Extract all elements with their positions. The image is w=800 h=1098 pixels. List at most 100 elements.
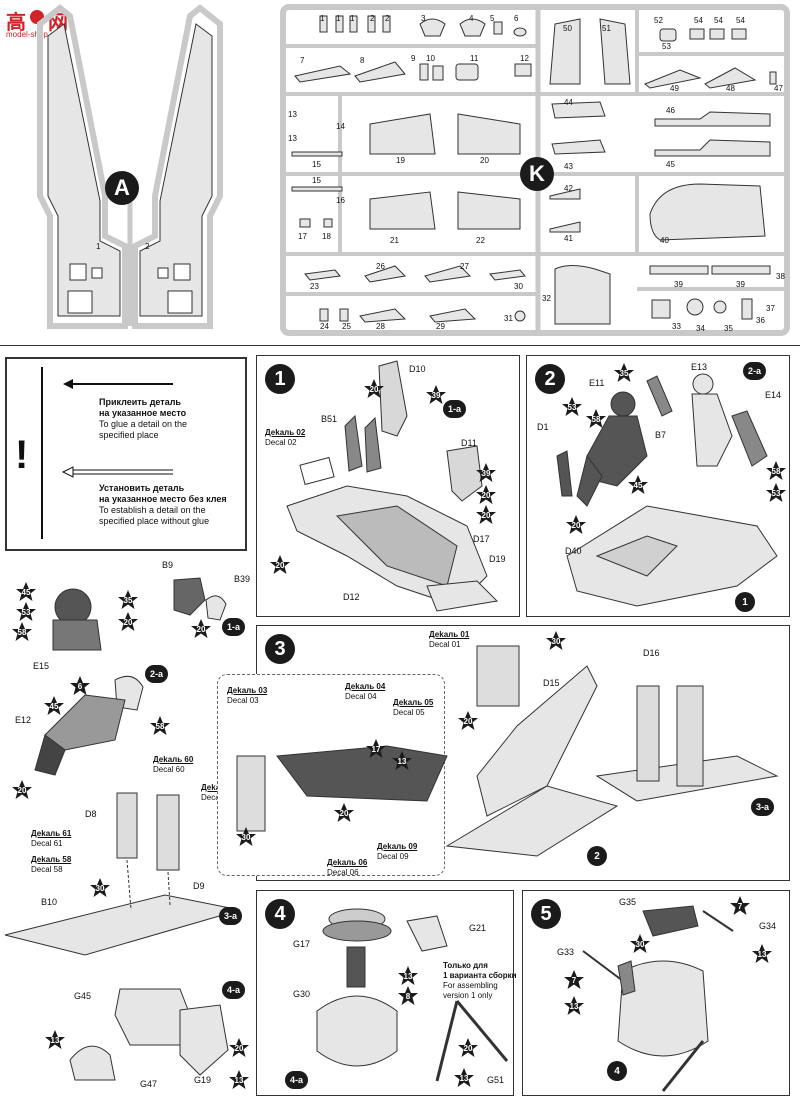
- decal-06-en: Decal 06: [327, 868, 359, 877]
- part-g21: G21: [469, 923, 487, 933]
- k-part: 53: [662, 42, 671, 51]
- decal-58-en: Decal 58: [31, 865, 63, 874]
- k-part: 25: [342, 322, 351, 331]
- part-g51: G51: [487, 1075, 505, 1085]
- star-badge: 45: [627, 474, 649, 496]
- sprue-a: A 1 2: [30, 4, 230, 336]
- sprue-k-frame: [280, 4, 790, 336]
- k-part: 54: [714, 16, 723, 25]
- step-3-ref-2: 2: [587, 846, 607, 866]
- part-d19: D19: [489, 554, 506, 564]
- decal-09-ru: Деkаль 09: [377, 842, 418, 851]
- step-4-number: 4: [265, 899, 295, 929]
- part-g17: G17: [293, 939, 311, 949]
- noglue-arrow-icon: [61, 466, 173, 478]
- decal-61-en: Decal 61: [31, 839, 63, 848]
- legend-mark: !: [15, 433, 29, 477]
- part-e12: E12: [15, 715, 32, 725]
- sprue-a-part-2: 2: [145, 242, 150, 251]
- part-b7: B7: [655, 430, 667, 440]
- sub-1a-label: 1-a: [222, 618, 246, 636]
- k-part: 24: [320, 322, 329, 331]
- k-part: 8: [360, 56, 365, 65]
- k-part: 40: [660, 236, 669, 245]
- sub-1a: B9 B39 1-a 20: [160, 560, 250, 640]
- part-g19: G19: [194, 1075, 212, 1085]
- star-badge: 20: [333, 802, 355, 824]
- star-badge: 30: [629, 933, 651, 955]
- legend-vertical-line: [41, 367, 43, 539]
- star-badge: 53: [765, 482, 787, 504]
- decal-04-ru: Деkаль 04: [345, 682, 386, 691]
- part-d11: D11: [461, 438, 477, 448]
- star-badge: 20: [190, 618, 212, 640]
- noglue-en-2: specified place without glue: [99, 516, 210, 526]
- star-badge: 20: [457, 1037, 479, 1059]
- decal-09-en: Decal 09: [377, 852, 409, 861]
- k-part: 15: [312, 160, 321, 169]
- star-badge: 17: [365, 738, 387, 760]
- star-badge: 6: [69, 675, 91, 697]
- star-badge: 7: [729, 895, 751, 917]
- step-4-panel: 4 G21 G17 G30 G51 Только для 1 варианта …: [256, 890, 517, 1096]
- part-e11: E11: [589, 378, 605, 388]
- part-e14: E14: [765, 390, 782, 400]
- glue-ru-2: на указанное место: [99, 408, 187, 418]
- decal-06-ru: Деkаль 06: [327, 858, 368, 867]
- part-d16: D16: [643, 648, 660, 658]
- part-b9: B9: [162, 560, 174, 570]
- sprue-a-frame: [37, 4, 223, 329]
- part-e13: E13: [691, 362, 708, 372]
- sub-3a-drawing: [4, 792, 241, 956]
- star-badge: 53: [15, 601, 37, 623]
- step-3-number: 3: [265, 634, 295, 664]
- decal-61-ru: Деkаль 61: [31, 829, 72, 838]
- k-part: 49: [670, 84, 679, 93]
- part-b39: B39: [234, 574, 251, 584]
- star-badge: 7: [563, 969, 585, 991]
- k-part: 21: [390, 236, 399, 245]
- glue-ru-1: Приклеить деталь: [99, 397, 181, 407]
- part-b10: B10: [41, 897, 58, 907]
- star-badge: 45: [15, 581, 37, 603]
- k-part: 36: [756, 316, 765, 325]
- step-1-sub-ref: 1-a: [443, 400, 467, 418]
- k-part: 16: [336, 196, 345, 205]
- decal-59-en: Decal 59: [201, 793, 233, 802]
- part-d15: D15: [543, 678, 560, 688]
- divider: [0, 345, 800, 346]
- star-badge: 58: [149, 715, 171, 737]
- star-badge: 20: [228, 1037, 250, 1059]
- k-part: 39: [736, 280, 745, 289]
- noglue-ru-1: Установить деталь: [99, 483, 185, 493]
- k-part: 48: [726, 84, 735, 93]
- noglue-en-1: To establish a detail on the: [99, 505, 206, 515]
- note-ru-1: Только для: [443, 961, 488, 970]
- k-part: 14: [336, 122, 345, 131]
- watermark-site: model-shop.com: [6, 30, 66, 39]
- k-part: 30: [514, 282, 523, 291]
- step-1-number: 1: [265, 364, 295, 394]
- k-part: 15: [312, 176, 321, 185]
- star-badge: 20: [457, 710, 479, 732]
- part-g35: G35: [619, 897, 637, 907]
- glue-en-1: To glue a detail on the: [99, 419, 188, 429]
- decal-60-ru: Деkаль 60: [153, 755, 194, 764]
- star-badge: 35: [613, 362, 635, 384]
- k-part: 43: [564, 162, 573, 171]
- k-part: 12: [520, 54, 529, 63]
- step-2-sub-ref: 2-a: [743, 362, 767, 380]
- k-part: 3: [421, 14, 426, 23]
- k-part: 32: [542, 294, 551, 303]
- note-en-2: version 1 only: [443, 991, 493, 1000]
- sprue-k-letter: K: [520, 157, 554, 191]
- k-part: 35: [724, 324, 733, 333]
- k-part: 1: [350, 14, 355, 23]
- star-badge: 8: [397, 985, 419, 1007]
- step-2-drawing: [556, 373, 778, 607]
- part-b51: B51: [321, 414, 338, 424]
- part-d17: D17: [473, 534, 490, 544]
- k-part: 10: [426, 54, 435, 63]
